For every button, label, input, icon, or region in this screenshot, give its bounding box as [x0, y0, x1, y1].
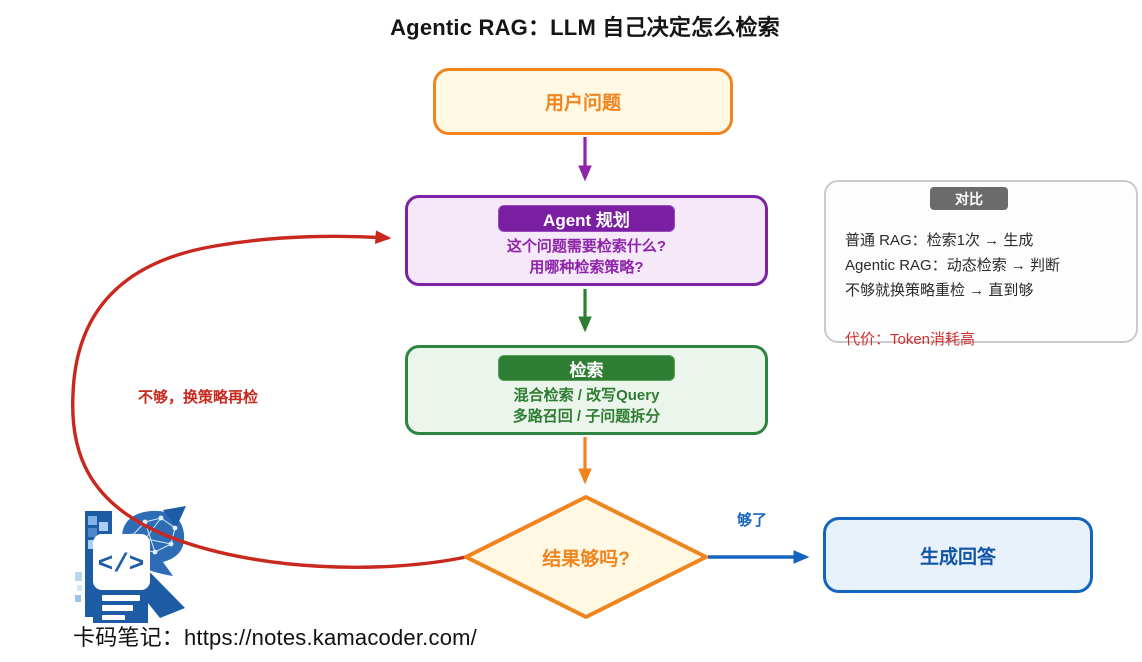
- comparison-line3: 不够就换策略重检 → 直到够: [845, 282, 1034, 299]
- logo-pixel: [88, 528, 97, 537]
- logo-pixel: [88, 540, 97, 549]
- node-user-question: 用户问题: [433, 68, 733, 135]
- kamacoder-logo: </>: [75, 506, 186, 623]
- node-agent-plan: Agent 规划 这个问题需要检索什么? 用哪种检索策略?: [405, 195, 768, 286]
- code-icon: </>: [98, 549, 145, 579]
- comparison-card: 对比 普通 RAG：检索1次 → 生成 Agentic RAG：动态检索 → 判…: [824, 180, 1138, 348]
- retrieval-badge: 检索: [498, 355, 675, 381]
- page-title: Agentic RAG：LLM 自己决定怎么检索: [390, 15, 780, 40]
- comparison-body: 普通 RAG：检索1次 → 生成 Agentic RAG：动态检索 → 判断 不…: [845, 228, 1060, 352]
- logo-code-card: [93, 534, 150, 590]
- generate-answer-label: 生成回答: [919, 546, 996, 568]
- logo-pixel: [75, 595, 81, 602]
- agent-plan-badge: Agent 规划: [498, 205, 675, 232]
- decision-label: 结果够吗?: [542, 548, 630, 570]
- logo-pixel: [77, 585, 82, 591]
- arrow-retry-loop: [70, 230, 467, 569]
- user-question-label: 用户问题: [544, 93, 621, 114]
- logo-pixel: [88, 516, 97, 525]
- logo-k-arm: [163, 506, 186, 528]
- logo-list-line: [102, 605, 133, 611]
- comparison-line1: 普通 RAG：检索1次 → 生成: [845, 232, 1034, 249]
- logo-pixel: [75, 572, 82, 581]
- comparison-badge: 对比: [930, 187, 1008, 210]
- logo-pixel: [99, 522, 108, 531]
- edge-label-enough: 够了: [737, 512, 768, 529]
- retrieval-line1: 混合检索 / 改写Query: [513, 387, 660, 404]
- node-retrieval: 检索 混合检索 / 改写Query 多路召回 / 子问题拆分: [405, 345, 768, 435]
- logo-list-line: [102, 615, 125, 620]
- comparison-line2: Agentic RAG：动态检索 → 判断: [845, 257, 1061, 274]
- retrieval-description: 混合检索 / 改写Query 多路召回 / 子问题拆分: [513, 385, 661, 427]
- node-generate-answer: 生成回答: [823, 517, 1093, 593]
- agent-plan-description: 这个问题需要检索什么? 用哪种检索策略?: [507, 236, 666, 278]
- retrieval-line2: 多路召回 / 子问题拆分: [512, 408, 661, 425]
- logo-list-line: [102, 595, 140, 601]
- decision-diamond: [464, 495, 708, 619]
- footer-caption: 卡码笔记：https://notes.kamacoder.com/: [73, 625, 477, 650]
- agent-plan-line1: 这个问题需要检索什么?: [506, 238, 667, 255]
- comparison-cost: 代价：Token消耗高: [845, 331, 976, 348]
- edge-label-not-enough: 不够，换策略再检: [138, 389, 259, 406]
- agent-plan-line2: 用哪种检索策略?: [529, 259, 644, 276]
